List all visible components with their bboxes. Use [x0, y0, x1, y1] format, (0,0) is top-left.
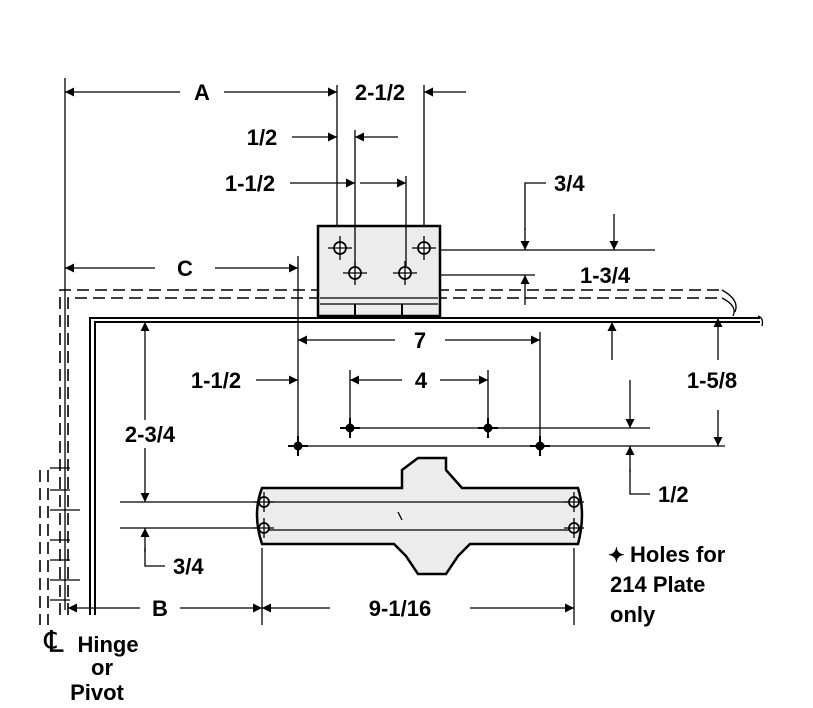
legend-line-3: only: [610, 602, 656, 627]
closer-hole-right-bottom: [564, 518, 584, 538]
door-closer-body: [255, 456, 584, 576]
closer-hole-right-top: [564, 492, 584, 512]
plate-214-hole-1: [288, 436, 308, 456]
dim-1-2-bottom-label: 1/2: [658, 482, 689, 507]
hinge-label-line-1: Hinge: [77, 632, 138, 657]
hinge-label: ℄ Hinge or Pivot: [43, 626, 138, 705]
dim-2-1-2-label: 2-1/2: [355, 80, 405, 105]
dim-3-4-bottom-label: 3/4: [173, 554, 204, 579]
hinge-label-line-3: Pivot: [70, 680, 124, 705]
hinge-label-line-2: or: [91, 655, 113, 680]
plate-hole-top-right: [412, 236, 436, 260]
dim-4-label: 4: [415, 368, 428, 393]
dim-1-5-8-label: 1-5/8: [687, 368, 737, 393]
dim-1-1-2-top-label: 1-1/2: [225, 171, 275, 196]
plate-214-hole-2: [340, 418, 360, 438]
bracket-plate: [316, 224, 442, 318]
dim-c-label: C: [177, 256, 193, 281]
legend-line-1: Holes for: [630, 542, 726, 567]
dim-3-4-top-label: 3/4: [554, 171, 585, 196]
plate-hole-bottom-left: [343, 261, 367, 285]
door-frame: [39, 289, 764, 625]
holes-legend: ✦ Holes for 214 Plate only: [608, 542, 726, 627]
dim-7-label: 7: [414, 328, 426, 353]
legend-line-2: 214 Plate: [610, 572, 705, 597]
dim-1-3-4-label: 1-3/4: [580, 263, 631, 288]
dim-a-label: A: [194, 80, 210, 105]
closer-hole-left-top: [254, 492, 274, 512]
legend-star-icon: ✦: [608, 545, 625, 567]
dimension-arrows: [65, 87, 723, 613]
plate-hole-bottom-right: [393, 261, 417, 285]
dim-b-label: B: [152, 596, 168, 621]
dim-1-1-2-mid-label: 1-1/2: [191, 368, 241, 393]
dim-2-3-4-label: 2-3/4: [125, 422, 176, 447]
plate-hole-top-left: [328, 236, 352, 260]
dim-1-2-top-label: 1/2: [247, 125, 278, 150]
centerline-icon: ℄: [43, 626, 64, 659]
dim-9-1-16-label: 9-1/16: [369, 596, 431, 621]
